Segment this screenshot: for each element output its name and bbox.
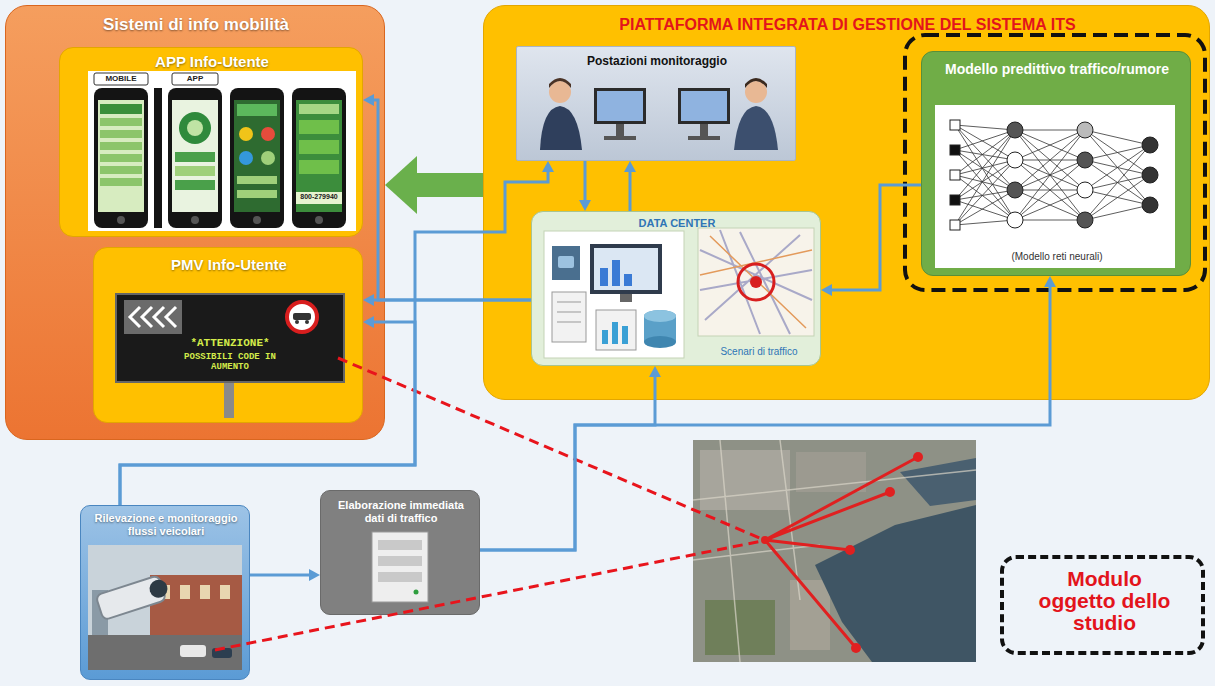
info-box: PMV Info-Utente (93, 247, 363, 423)
leader-lines (215, 358, 762, 650)
traffic-camera-photo (88, 545, 242, 670)
connector-arrow (374, 100, 531, 300)
flow-arrow (417, 173, 483, 197)
connector-arrow (480, 287, 1050, 550)
message-sign (116, 294, 344, 418)
panel: Sistemi di info mobilitàAPP Info-UtenteP… (5, 5, 385, 440)
phone-screenshots (88, 71, 356, 231)
callout-box: Modulo oggetto dello studio (1000, 555, 1205, 655)
data-center-illustration (544, 228, 814, 358)
connector-arrow (832, 185, 921, 290)
process-box: DATA CENTER Scenari di traffico (531, 211, 821, 366)
operators-illustration (540, 78, 778, 150)
panel-title: PIATTAFORMA INTEGRATA DI GESTIONE DEL SI… (484, 16, 1211, 34)
box-title: Rilevazione e monitoraggio flussi veicol… (85, 512, 247, 537)
box-title: Modello predittivo traffico/rumore (932, 61, 1182, 77)
process-box: Rilevazione e monitoraggio flussi veicol… (80, 505, 250, 680)
model-box: Modello predittivo traffico/rumore (Model… (921, 51, 1191, 276)
neural-network-illustration (905, 35, 1205, 290)
box-title: Postazioni monitoraggio (517, 55, 797, 69)
process-box: Elaborazione immediata dati di traffico (320, 490, 480, 615)
connector-arrow (120, 172, 548, 505)
callout-text: Modulo oggetto dello studio (1037, 568, 1172, 634)
box-title: DATA CENTER (532, 217, 822, 230)
sign-text: POSSIBILI CODE IN AUMENTO (180, 352, 280, 373)
satellite-map (693, 440, 976, 662)
box-title: APP Info-Utente (60, 53, 364, 70)
box-title: Elaborazione immediata dati di traffico (327, 499, 475, 524)
box-title: PMV Info-Utente (94, 256, 364, 273)
connector-arrow (250, 574, 309, 577)
connector-arrow (480, 377, 655, 550)
connector-arrow (374, 299, 531, 302)
connector-arrow (629, 172, 632, 211)
server-illustration (372, 532, 428, 602)
connector-arrow (120, 322, 415, 505)
phone-number: 800-279940 (296, 193, 342, 201)
screen-tag: APP (172, 74, 218, 83)
info-box: APP Info-Utente (59, 47, 363, 237)
connector-arrow (584, 161, 587, 200)
process-box: Postazioni monitoraggio (516, 46, 796, 161)
panel-title: Sistemi di info mobilità (6, 15, 386, 35)
screen-tag: MOBILE (94, 74, 148, 83)
sign-text: *ATTENZIONE* (116, 337, 344, 350)
image-caption: Scenari di traffico (700, 346, 818, 358)
panel: PIATTAFORMA INTEGRATA DI GESTIONE DEL SI… (483, 5, 1210, 400)
image-caption: (Modello reti neurali) (942, 251, 1172, 263)
